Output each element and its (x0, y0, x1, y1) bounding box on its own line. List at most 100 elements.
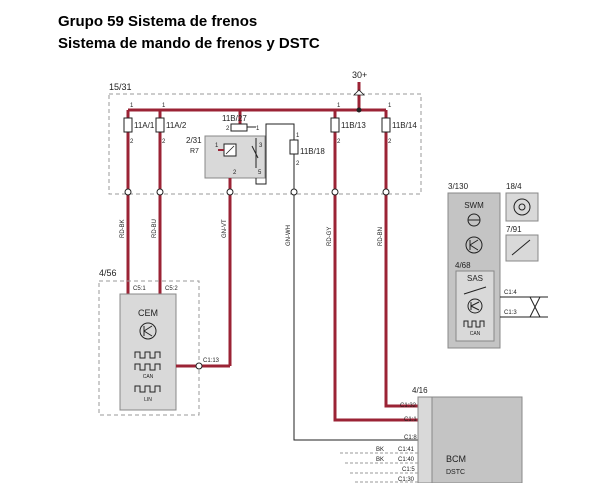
bcm-connector-c18: C1:8 (404, 435, 417, 441)
bk-label-2: BK (376, 457, 384, 463)
swm-transistor-icon (465, 236, 483, 254)
cem-frame (98, 280, 200, 416)
fuse-box-frame (108, 93, 422, 195)
sas-transistor-symbol (470, 301, 480, 311)
bcm-connector-c140: C1:40 (398, 457, 415, 463)
panel-label-3130: 3/130 (448, 182, 469, 191)
wire-label-rd-gy: RD-GY (327, 227, 333, 246)
connector-node (290, 188, 298, 196)
fuse-11a2-label: 11A/2 (166, 121, 187, 130)
sas-module (455, 270, 495, 342)
relay-sub: R7 (190, 148, 199, 155)
fuse-11b13-pin-top: 1 (337, 103, 341, 109)
sas-id: 4/68 (455, 261, 471, 270)
connector-node (382, 188, 390, 196)
fuse-11a2-pin-top: 1 (162, 103, 166, 109)
fuse-11a1-pin-bottom: 2 (130, 139, 134, 145)
relay-switch-blade (251, 145, 259, 159)
page-subtitle: Sistema de mando de frenos y DSTC (58, 35, 320, 52)
component-791-label: 7/91 (506, 225, 522, 234)
sas-connector-c14: C1:4 (504, 290, 517, 296)
fuse-11b14-icon (381, 117, 391, 133)
wire-label-gn-vt: GN-VT (222, 219, 228, 238)
bcm-connector-c141: C1:41 (398, 447, 415, 453)
fuse-11b18-pin-top: 1 (296, 133, 300, 139)
fuse-11b13-label: 11B/13 (341, 121, 366, 130)
fuse-box-label: 15/31 (109, 82, 132, 92)
connector-node (156, 188, 164, 196)
swm-name: SWM (464, 201, 484, 210)
cem-lin-label: LIN (144, 397, 152, 403)
twisted-pair-icon (529, 296, 541, 318)
fuse-11a2-pin-bottom: 2 (162, 139, 166, 145)
sas-can-icon (463, 320, 485, 328)
sas-transistor-icon (467, 298, 483, 314)
connector-node (124, 188, 132, 196)
cem-lin-icon (134, 385, 161, 393)
fuse-11b14-label: 11B/14 (392, 121, 417, 130)
fuse-11b18-label: 11B/18 (300, 147, 325, 156)
fuse-11b13-icon (330, 117, 340, 133)
wire-gn-wh (293, 154, 422, 441)
cem-box-label: 4/56 (99, 268, 117, 278)
bcm-connector-c132: C1:32 (400, 403, 417, 409)
connector-node (195, 362, 203, 370)
gear-icon (513, 198, 531, 216)
cem-transistor-symbol (143, 325, 153, 337)
bcm-connector-c15: C1:5 (402, 467, 415, 473)
cem-pulse-icon (134, 351, 161, 359)
cem-name: CEM (138, 308, 158, 318)
fuse-11a1-label: 11A/1 (134, 121, 155, 130)
sas-sensor-icon (463, 286, 487, 295)
relay-pin-5: 5 (258, 170, 262, 176)
wire-rd-bn (384, 110, 422, 408)
cem-can-label: CAN (143, 374, 154, 380)
bcm-connector-c130: C1:30 (398, 477, 415, 483)
relay-id: 2/31 (186, 136, 202, 145)
page-title: Grupo 59 Sistema de frenos (58, 13, 258, 30)
cem-connector-c52: C5:2 (165, 286, 178, 292)
relay-pin-3: 3 (259, 143, 263, 149)
supply-arrow-icon (353, 89, 365, 96)
wire-label-rd-bn: RD-BN (378, 227, 384, 246)
bcm-module (417, 396, 523, 483)
panel-label-184: 18/4 (506, 182, 522, 191)
fuse-11b27-icon (230, 123, 248, 132)
wire-label-gn-wh: GN-WH (286, 225, 292, 246)
fuse-11b27-pin-a: 2 (226, 126, 230, 132)
swm-transistor-symbol (469, 239, 479, 251)
relay-coil-diag (225, 145, 235, 155)
fuse-11a2-icon (155, 117, 165, 133)
relay-link-wire (255, 123, 295, 185)
fuse-11a1-pin-top: 1 (130, 103, 134, 109)
gear-center (518, 203, 526, 211)
relay-pin-1: 1 (215, 143, 219, 149)
fuse-11b14-pin-top: 1 (388, 103, 392, 109)
cem-connector-c51: C5:1 (133, 286, 146, 292)
fuse-11a1-icon (123, 117, 133, 133)
bk-label-1: BK (376, 447, 384, 453)
connector-node (226, 188, 234, 196)
component-184 (505, 192, 539, 222)
fuse-11b18-pin-bottom: 2 (296, 161, 300, 167)
sas-name: SAS (467, 274, 483, 283)
fuse-11b27-pin-b: 1 (256, 126, 260, 132)
component-791 (505, 234, 539, 262)
supply-label: 30+ (352, 70, 367, 80)
relay-pin-2: 2 (233, 170, 237, 176)
bcm-connector-c11: C1:1 (404, 417, 417, 423)
bcm-id: 4/16 (412, 386, 428, 395)
relay-box (204, 135, 266, 179)
wire-rd-gy (333, 110, 422, 422)
fuse-11b14-pin-bottom: 2 (388, 139, 392, 145)
connector-node (331, 188, 339, 196)
sas-can-label: CAN (470, 331, 481, 337)
sensor-slope-icon (511, 239, 531, 256)
sas-connector-c13: C1:3 (504, 310, 517, 316)
bcm-name: BCM (446, 454, 466, 464)
bus-junction (356, 107, 362, 113)
cem-connector-c113: C1:13 (203, 358, 220, 364)
bcm-connector-strip (417, 396, 433, 483)
fuse-11b13-pin-bottom: 2 (337, 139, 341, 145)
